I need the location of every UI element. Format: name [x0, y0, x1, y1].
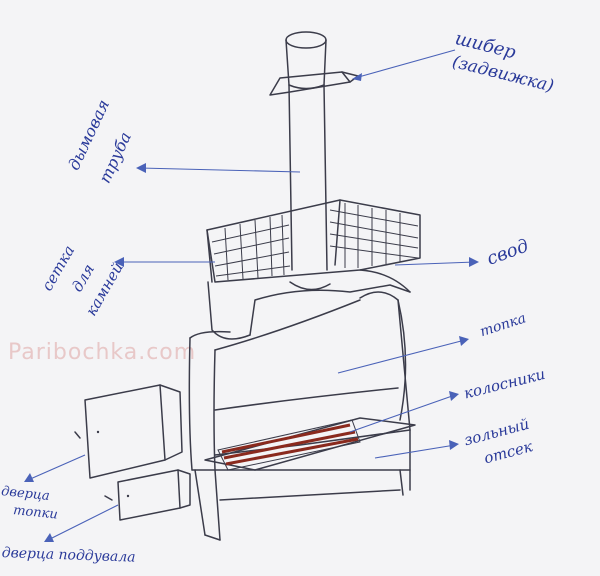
ash-door	[104, 469, 191, 521]
damper	[269, 71, 359, 96]
chimney	[285, 31, 328, 271]
vault	[207, 269, 411, 340]
stone-mesh	[206, 199, 421, 283]
firebox-door	[74, 384, 183, 479]
grate	[204, 417, 416, 471]
ash-compartment	[194, 469, 404, 541]
firebox-body	[188, 291, 411, 491]
watermark: Paribochka.com	[8, 340, 197, 365]
label-arrows	[24, 49, 479, 542]
